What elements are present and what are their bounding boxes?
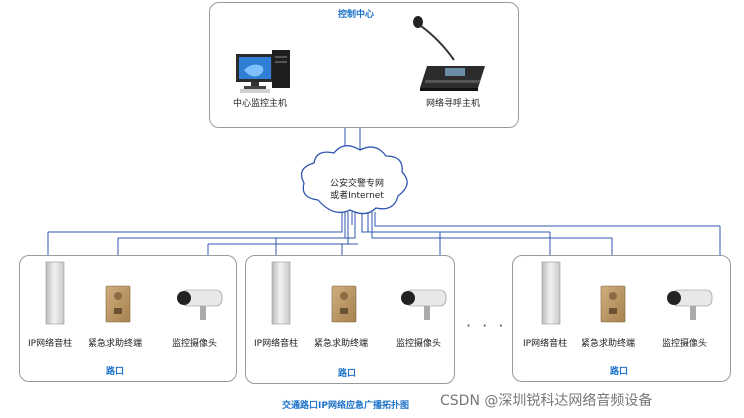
device-label-speaker-2: IP网络音柱 [254, 339, 299, 349]
speaker-column-icon-1 [45, 261, 65, 325]
device-label-camera-1: 监控摄像头 [172, 339, 218, 349]
device-label-camera-2: 监控摄像头 [396, 339, 442, 349]
diagram-caption: 交通路口IP网络应急广播拓扑图 [282, 401, 409, 411]
help-terminal-icon-3 [600, 285, 626, 323]
device-label-terminal-3: 紧急求助终端 [581, 339, 636, 349]
control-center-title: 控制中心 [338, 10, 375, 20]
intersection-title-2: 路口 [338, 369, 357, 379]
speaker-column-icon-3 [541, 261, 561, 325]
network-cloud-text: 公安交警专网 或者Internet [317, 178, 397, 202]
help-terminal-icon-2 [331, 285, 357, 323]
camera-icon-3 [667, 289, 713, 320]
help-terminal-icon-1 [105, 285, 131, 323]
intersection-title-1: 路口 [106, 367, 125, 377]
device-label-speaker-3: IP网络音柱 [523, 339, 568, 349]
network-line2: 或者Internet [330, 191, 384, 201]
speaker-column-icon-2 [271, 261, 291, 325]
device-label-terminal-1: 紧急求助终端 [88, 339, 143, 349]
intersection-title-3: 路口 [610, 367, 629, 377]
camera-icon-2 [401, 289, 447, 320]
ellipsis-more-intersections: · · · [466, 316, 507, 335]
network-line1: 公安交警专网 [329, 179, 384, 189]
device-label-speaker-1: IP网络音柱 [28, 339, 73, 349]
camera-icon-1 [177, 289, 223, 320]
watermark-text: CSDN @深圳锐科达网络音频设备 [440, 393, 653, 409]
paging-host-label: 网络寻呼主机 [426, 99, 481, 109]
monitoring-host-label: 中心监控主机 [233, 99, 288, 109]
device-label-terminal-2: 紧急求助终端 [314, 339, 369, 349]
device-label-camera-3: 监控摄像头 [662, 339, 708, 349]
